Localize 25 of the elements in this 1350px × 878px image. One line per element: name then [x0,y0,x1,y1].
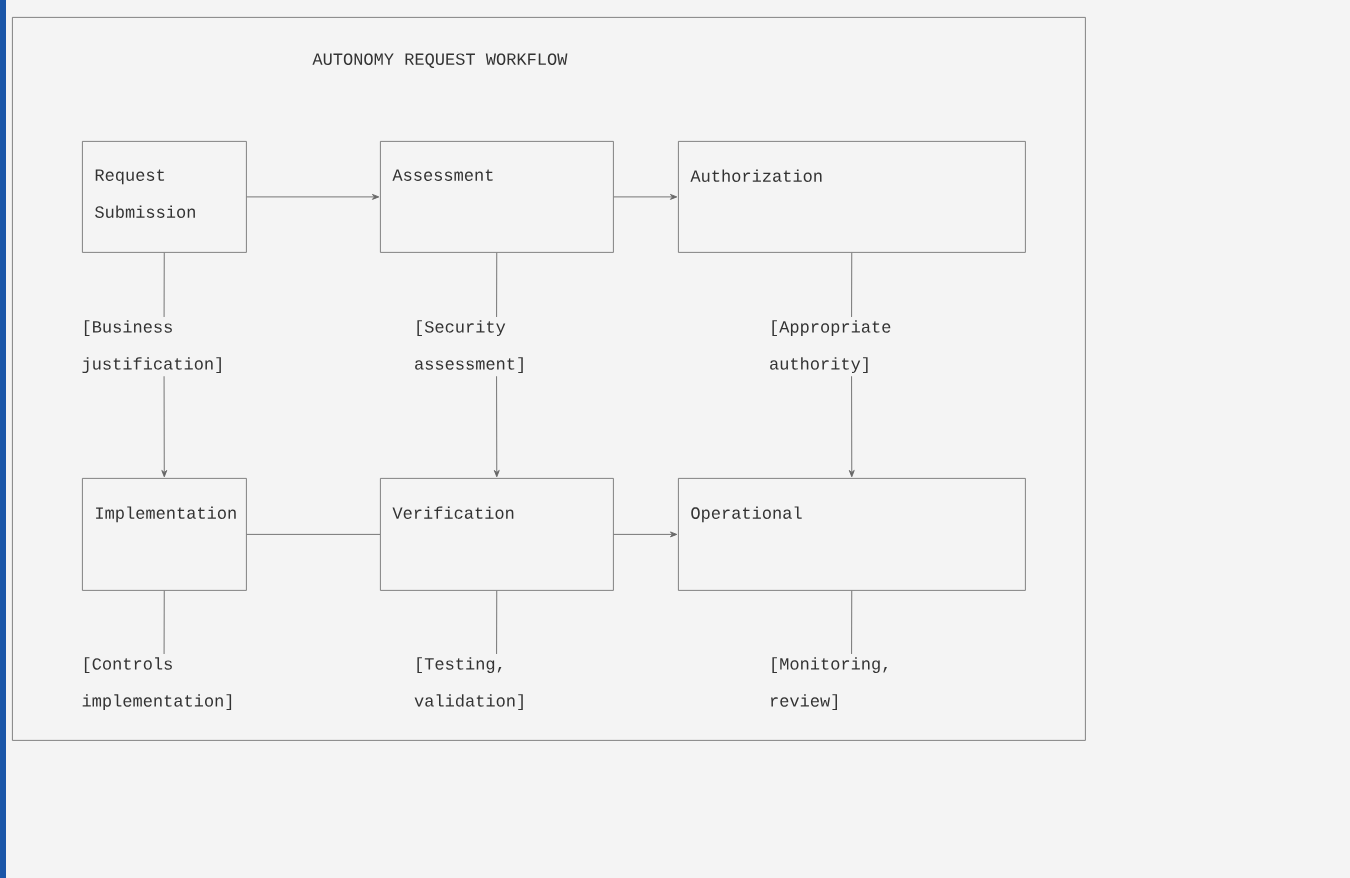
process-box: Assessment [380,141,614,253]
process-box: Request Submission [82,141,247,253]
process-box: Verification [380,478,614,591]
connector-line [496,590,498,655]
connector-line [246,533,381,535]
arrow [246,193,380,200]
process-box: Operational [678,478,1026,591]
step-note: [Testing, validation] [414,657,523,711]
arrow [493,375,500,478]
step-note: [Monitoring, review] [771,657,887,711]
arrow [613,531,678,538]
connector-line [163,252,165,318]
step-note: [Business justification] [82,320,221,374]
step-note: [Appropriate authority] [770,320,891,374]
connector-line [851,590,853,655]
step-note: [Security assessment] [415,320,523,374]
step-note: [Controls implementation] [82,657,232,711]
arrow [613,193,678,200]
arrow [848,375,855,478]
process-box: Authorization [678,141,1026,253]
arrow [161,375,168,478]
process-box: Implementation [82,478,247,591]
connector-line [163,590,165,655]
connector-line [851,252,853,318]
connector-line [496,252,498,318]
